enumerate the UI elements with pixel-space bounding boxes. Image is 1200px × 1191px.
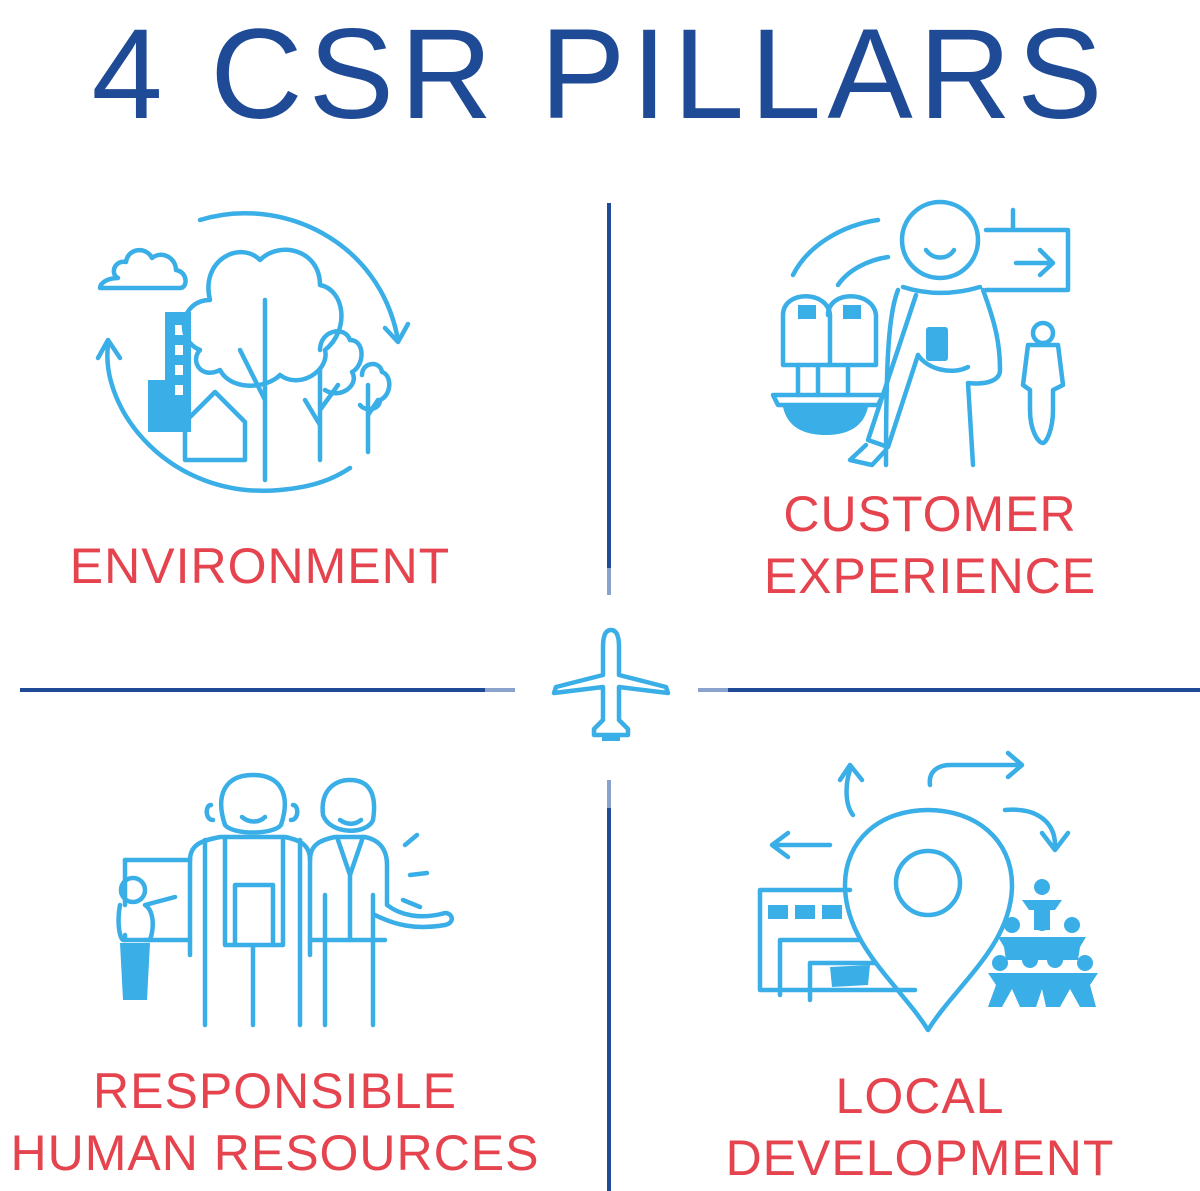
customer-experience-label: CUSTOMER EXPERIENCE (763, 486, 1097, 604)
human-resources-icon (116, 772, 454, 1028)
customer-experience-icon (770, 199, 1071, 468)
airplane-icon (551, 627, 671, 741)
local-development-icon (757, 750, 1098, 1033)
human-resources-label: RESPONSIBLE HUMAN RESOURCES (10, 1063, 540, 1181)
environment-label: ENVIRONMENT (69, 538, 451, 594)
environment-icon (95, 211, 411, 494)
page-title: 4 CSR PILLARS (91, 3, 1109, 146)
local-development-label: LOCAL DEVELOPMENT (725, 1068, 1115, 1186)
